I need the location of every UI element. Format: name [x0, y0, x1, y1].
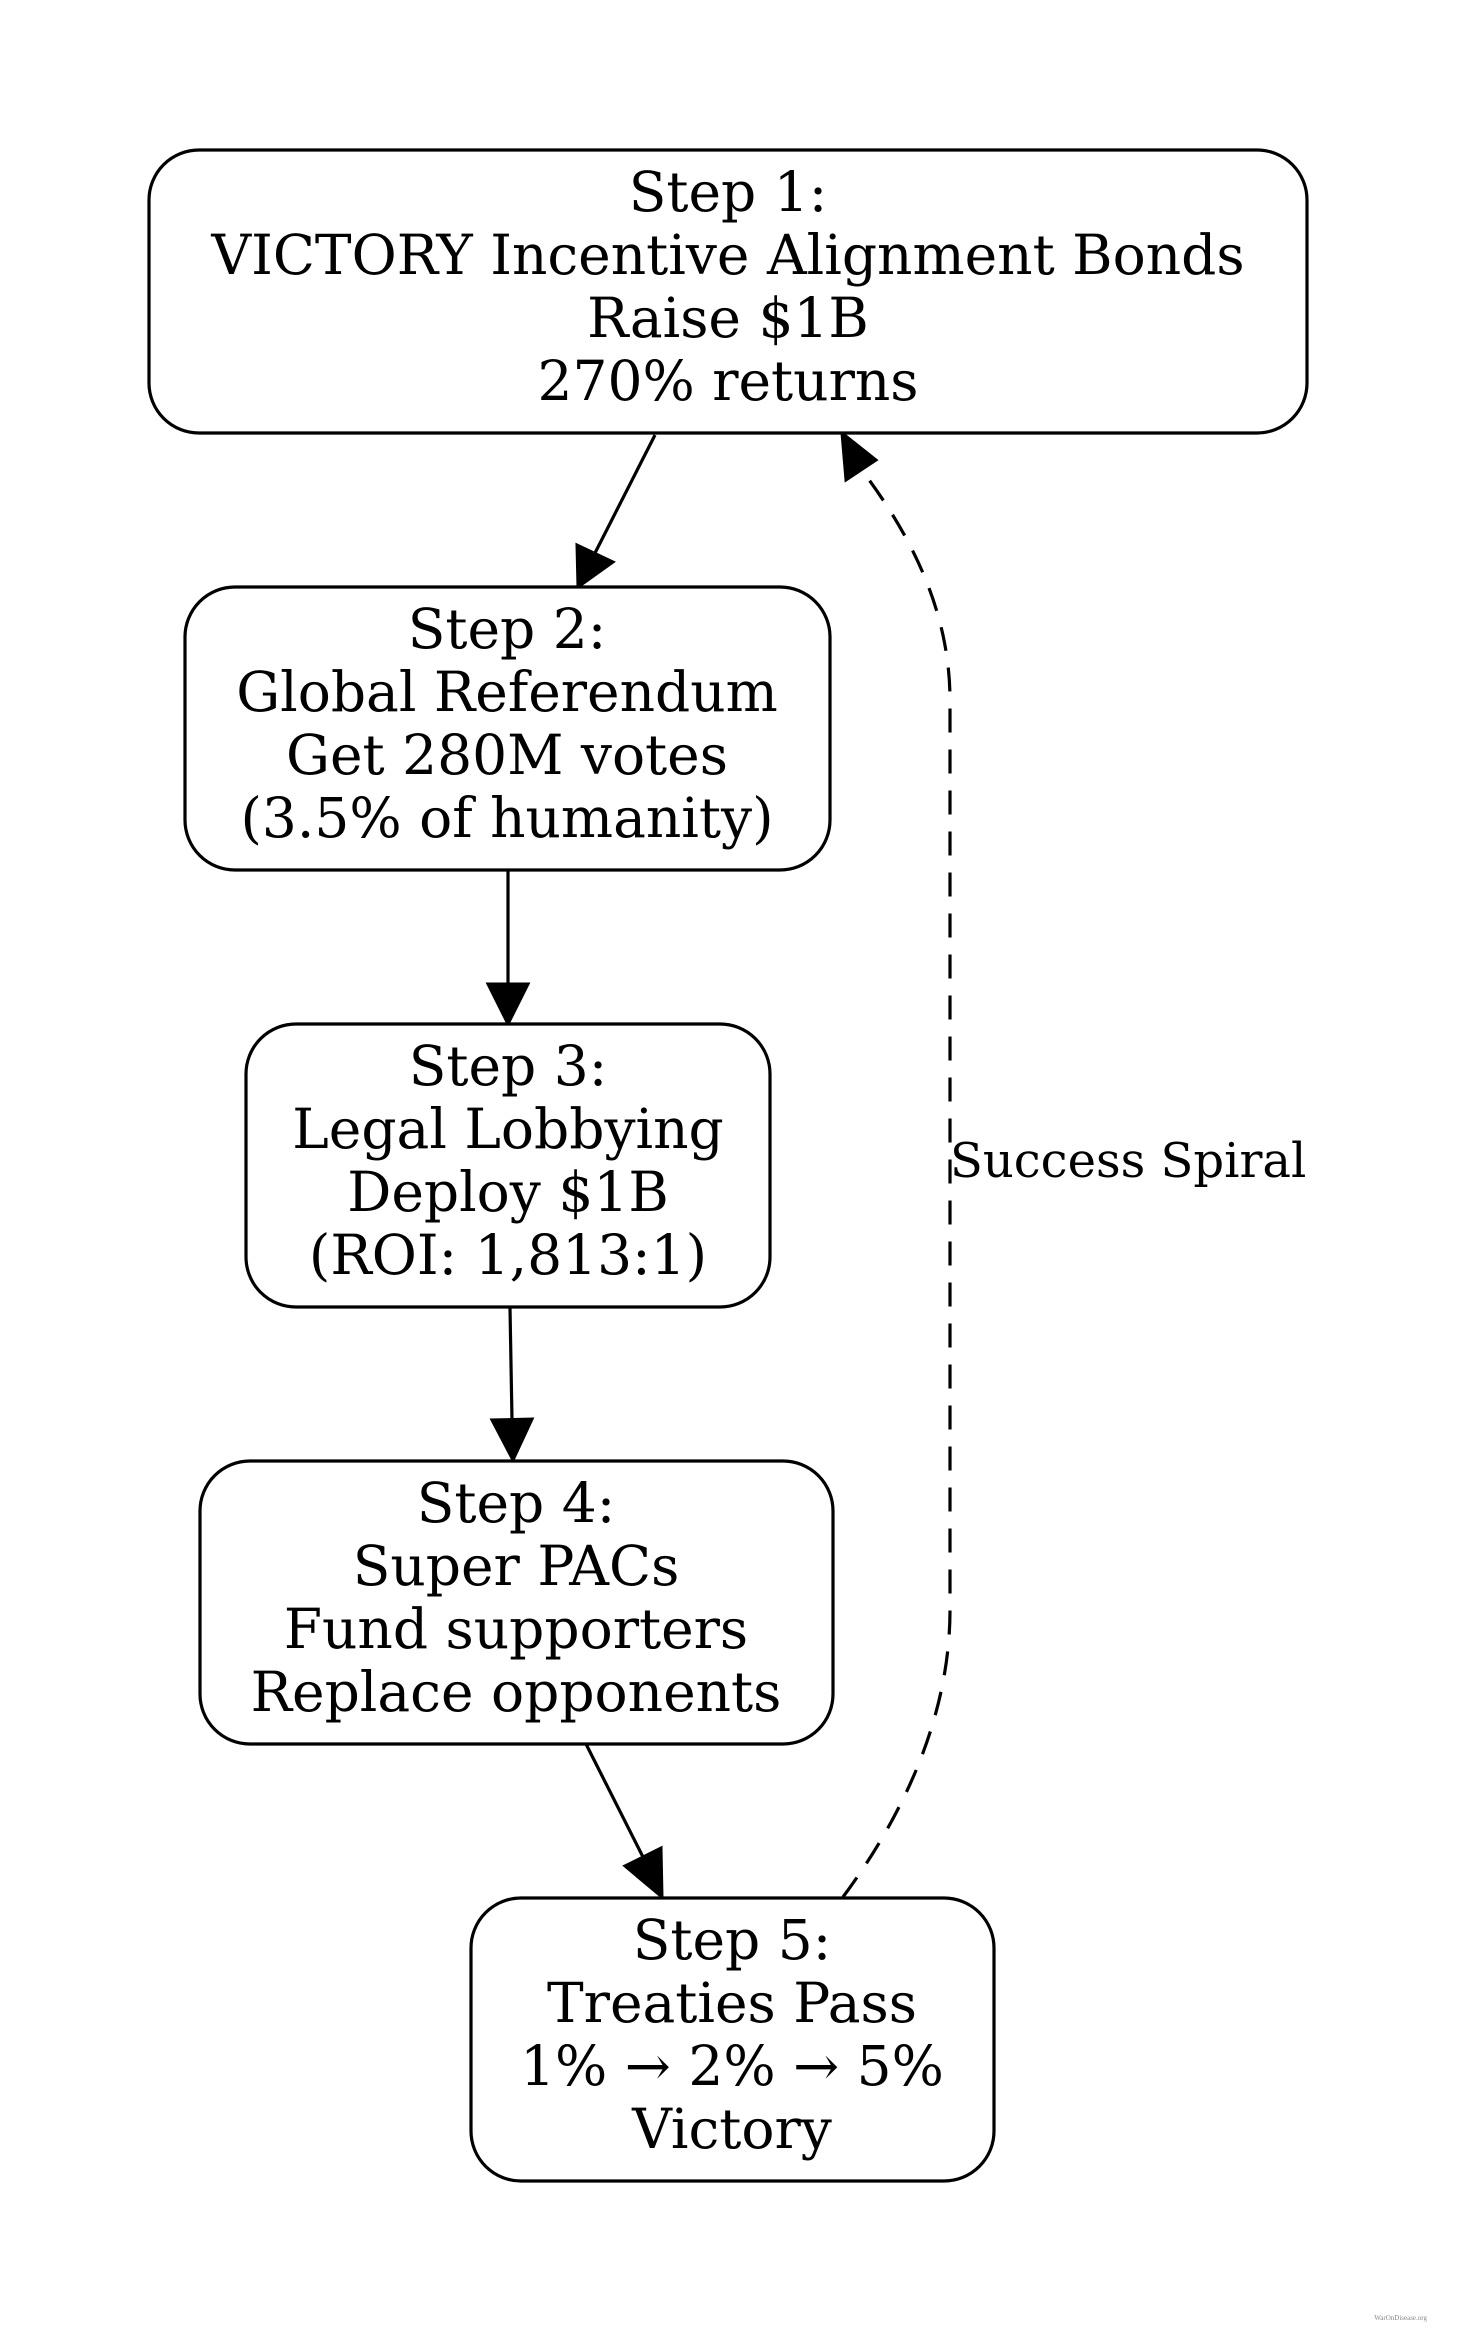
node-step5-line2: Treaties Pass — [547, 1971, 917, 2035]
node-step5-line3: 1% → 2% → 5% — [520, 2034, 944, 2098]
arrowhead — [575, 542, 616, 590]
edge-step3-to-step4 — [489, 1307, 535, 1464]
node-step5: Step 5: Treaties Pass 1% → 2% → 5% Victo… — [469, 1896, 996, 2183]
node-step2-line3: Get 280M votes — [286, 723, 728, 787]
arrowhead — [485, 982, 531, 1028]
node-step4-line1: Step 4: — [417, 1471, 616, 1535]
arrowhead — [622, 1845, 664, 1901]
node-step2-line4: (3.5% of humanity) — [240, 786, 773, 850]
edge-step5-to-step1: Success Spiral — [840, 429, 1306, 1898]
nodes: Step 1: VICTORY Incentive Alignment Bond… — [147, 148, 1309, 2183]
node-step1: Step 1: VICTORY Incentive Alignment Bond… — [147, 148, 1309, 435]
edges: Success Spiral — [485, 429, 1306, 1901]
node-step4-line3: Fund supporters — [284, 1597, 748, 1661]
node-step1-line2: VICTORY Incentive Alignment Bonds — [210, 223, 1244, 287]
node-step4-line4: Replace opponents — [251, 1660, 782, 1724]
node-step2-line2: Global Referendum — [236, 660, 778, 724]
node-step3-line2: Legal Lobbying — [292, 1097, 724, 1161]
node-step3-line1: Step 3: — [409, 1034, 608, 1098]
node-step3-line4: (ROI: 1,813:1) — [309, 1223, 707, 1287]
edge-step2-to-step3 — [485, 868, 531, 1028]
node-step3-line3: Deploy $1B — [347, 1160, 669, 1224]
edge-step4-to-step5 — [584, 1743, 664, 1901]
node-step2-line1: Step 2: — [408, 597, 607, 661]
node-step5-line4: Victory — [631, 2097, 832, 2161]
node-step4-line2: Super PACs — [353, 1534, 680, 1598]
node-step4: Step 4: Super PACs Fund supporters Repla… — [198, 1459, 835, 1746]
edge-label-success-spiral: Success Spiral — [950, 1133, 1306, 1189]
watermark: WarOnDisease.org — [1374, 2314, 1427, 2322]
node-step2: Step 2: Global Referendum Get 280M votes… — [183, 585, 832, 872]
node-step1-line3: Raise $1B — [587, 286, 869, 350]
arrowhead — [840, 429, 879, 483]
node-step5-line1: Step 5: — [633, 1908, 832, 1972]
node-step1-line1: Step 1: — [629, 160, 828, 224]
edge-step1-to-step2 — [575, 434, 657, 590]
arrowhead — [489, 1417, 535, 1464]
node-step3: Step 3: Legal Lobbying Deploy $1B (ROI: … — [244, 1022, 772, 1309]
node-step1-line4: 270% returns — [537, 349, 918, 413]
